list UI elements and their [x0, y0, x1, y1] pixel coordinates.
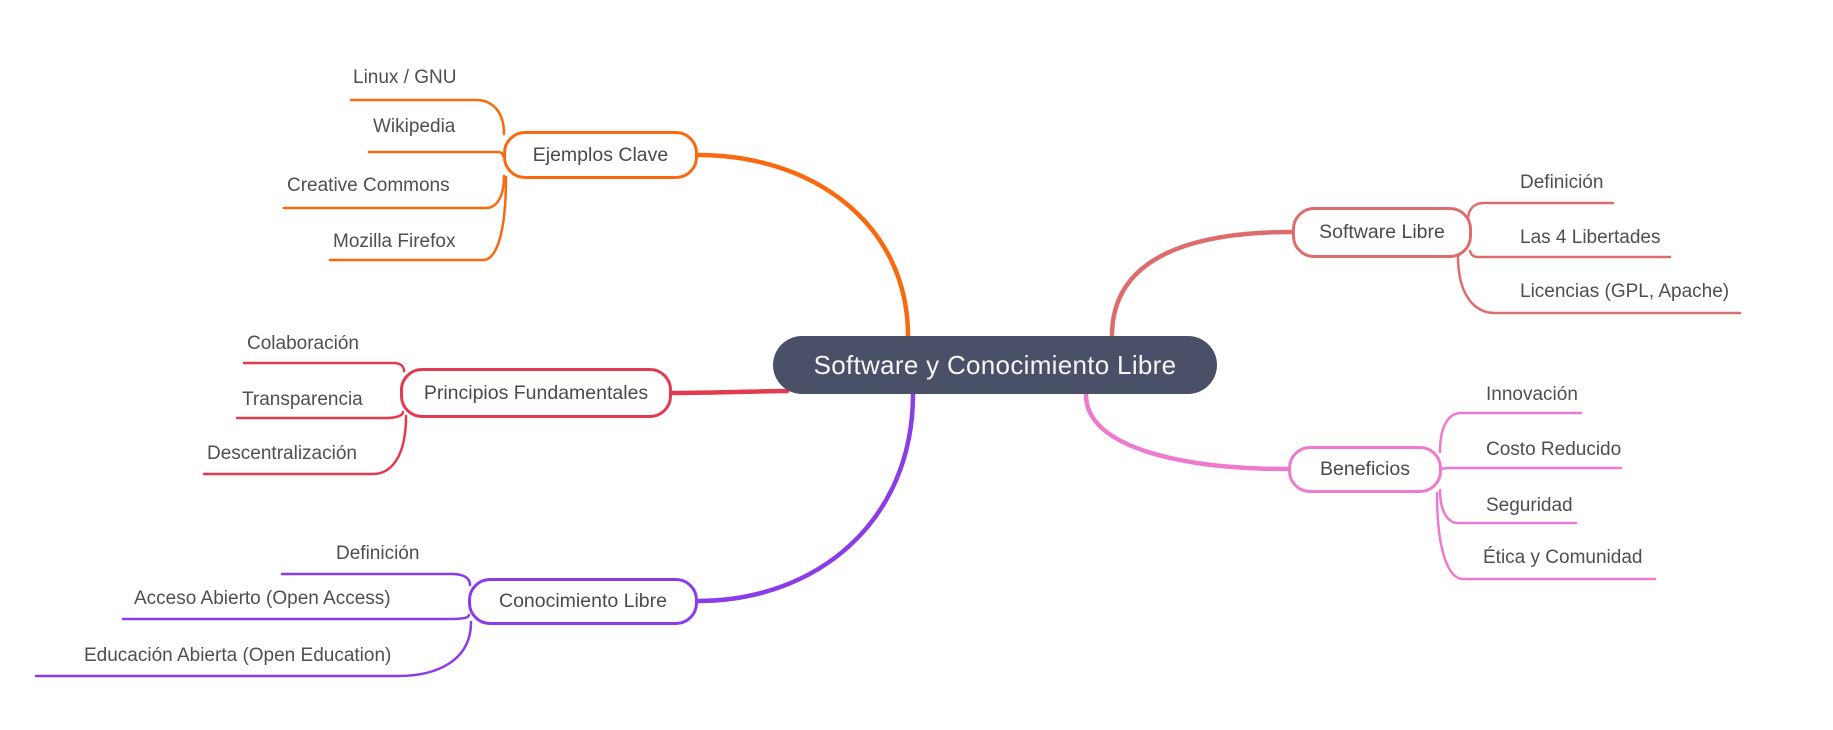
child-node-creative-commons[interactable]: Creative Commons [287, 175, 450, 196]
child-link-acceso-abierto [121, 613, 471, 621]
central-topic-label: Software y Conocimiento Libre [813, 349, 1177, 380]
branch-node-principios-fundamentales[interactable]: Principios Fundamentales [400, 368, 672, 418]
child-link-colaboracion [242, 361, 406, 373]
branch-link-ejemplos [695, 152, 911, 339]
branch-link-beneficios [1083, 392, 1291, 472]
branch-node-ejemplos-clave[interactable]: Ejemplos Clave [503, 131, 698, 179]
child-node-acceso-abierto[interactable]: Acceso Abierto (Open Access) [134, 588, 391, 609]
child-link-descentralizacion [202, 414, 408, 476]
child-link-transparencia [235, 410, 405, 420]
branch-label: Principios Fundamentales [423, 381, 649, 404]
child-link-costo-reducido [1440, 466, 1623, 471]
child-link-definicion-conocimiento [280, 572, 472, 587]
child-link-licencias [1456, 254, 1742, 315]
child-link-etica-y-comunidad [1435, 491, 1657, 581]
branch-node-software-libre[interactable]: Software Libre [1292, 207, 1472, 258]
child-node-colaboracion[interactable]: Colaboración [247, 333, 359, 354]
child-node-etica-y-comunidad[interactable]: Ética y Comunidad [1483, 547, 1643, 568]
child-link-seguridad [1438, 488, 1578, 525]
child-link-creative-commons [282, 174, 506, 210]
child-node-costo-reducido[interactable]: Costo Reducido [1486, 439, 1622, 460]
branch-label: Software Libre [1319, 221, 1445, 243]
child-node-innovacion[interactable]: Innovación [1486, 384, 1578, 405]
child-node-mozilla-firefox[interactable]: Mozilla Firefox [333, 231, 456, 252]
child-node-licencias[interactable]: Licencias (GPL, Apache) [1520, 281, 1730, 302]
branch-node-beneficios[interactable]: Beneficios [1288, 446, 1442, 493]
child-link-definicion-software [1466, 201, 1615, 222]
child-node-linux-gnu[interactable]: Linux / GNU [353, 67, 457, 88]
child-link-innovacion [1438, 411, 1583, 454]
child-node-wikipedia[interactable]: Wikipedia [373, 116, 456, 137]
child-link-las-4-libertades [1468, 249, 1672, 259]
branch-link-software-libre [1109, 229, 1295, 339]
branch-label: Ejemplos Clave [532, 143, 669, 166]
branch-link-principios [669, 388, 790, 396]
child-link-linux-gnu [349, 98, 506, 136]
child-node-definicion-conocimiento[interactable]: Definición [336, 543, 420, 564]
child-node-educacion-abierta[interactable]: Educación Abierta (Open Education) [84, 645, 392, 666]
child-node-definicion-software[interactable]: Definición [1520, 172, 1604, 193]
child-node-seguridad[interactable]: Seguridad [1486, 495, 1573, 516]
branch-link-conocimiento [695, 391, 916, 604]
child-link-wikipedia [367, 150, 505, 158]
central-topic-node[interactable]: Software y Conocimiento Libre [773, 336, 1217, 394]
child-link-mozilla-firefox [328, 175, 508, 262]
child-link-educacion-abierta [34, 620, 473, 678]
branch-label: Conocimiento Libre [498, 590, 667, 612]
branch-label: Beneficios [1320, 458, 1410, 480]
child-node-descentralizacion[interactable]: Descentralización [207, 443, 357, 464]
branch-node-conocimiento-libre[interactable]: Conocimiento Libre [468, 578, 698, 625]
child-node-transparencia[interactable]: Transparencia [242, 389, 363, 410]
child-node-las-4-libertades[interactable]: Las 4 Libertades [1520, 227, 1661, 248]
